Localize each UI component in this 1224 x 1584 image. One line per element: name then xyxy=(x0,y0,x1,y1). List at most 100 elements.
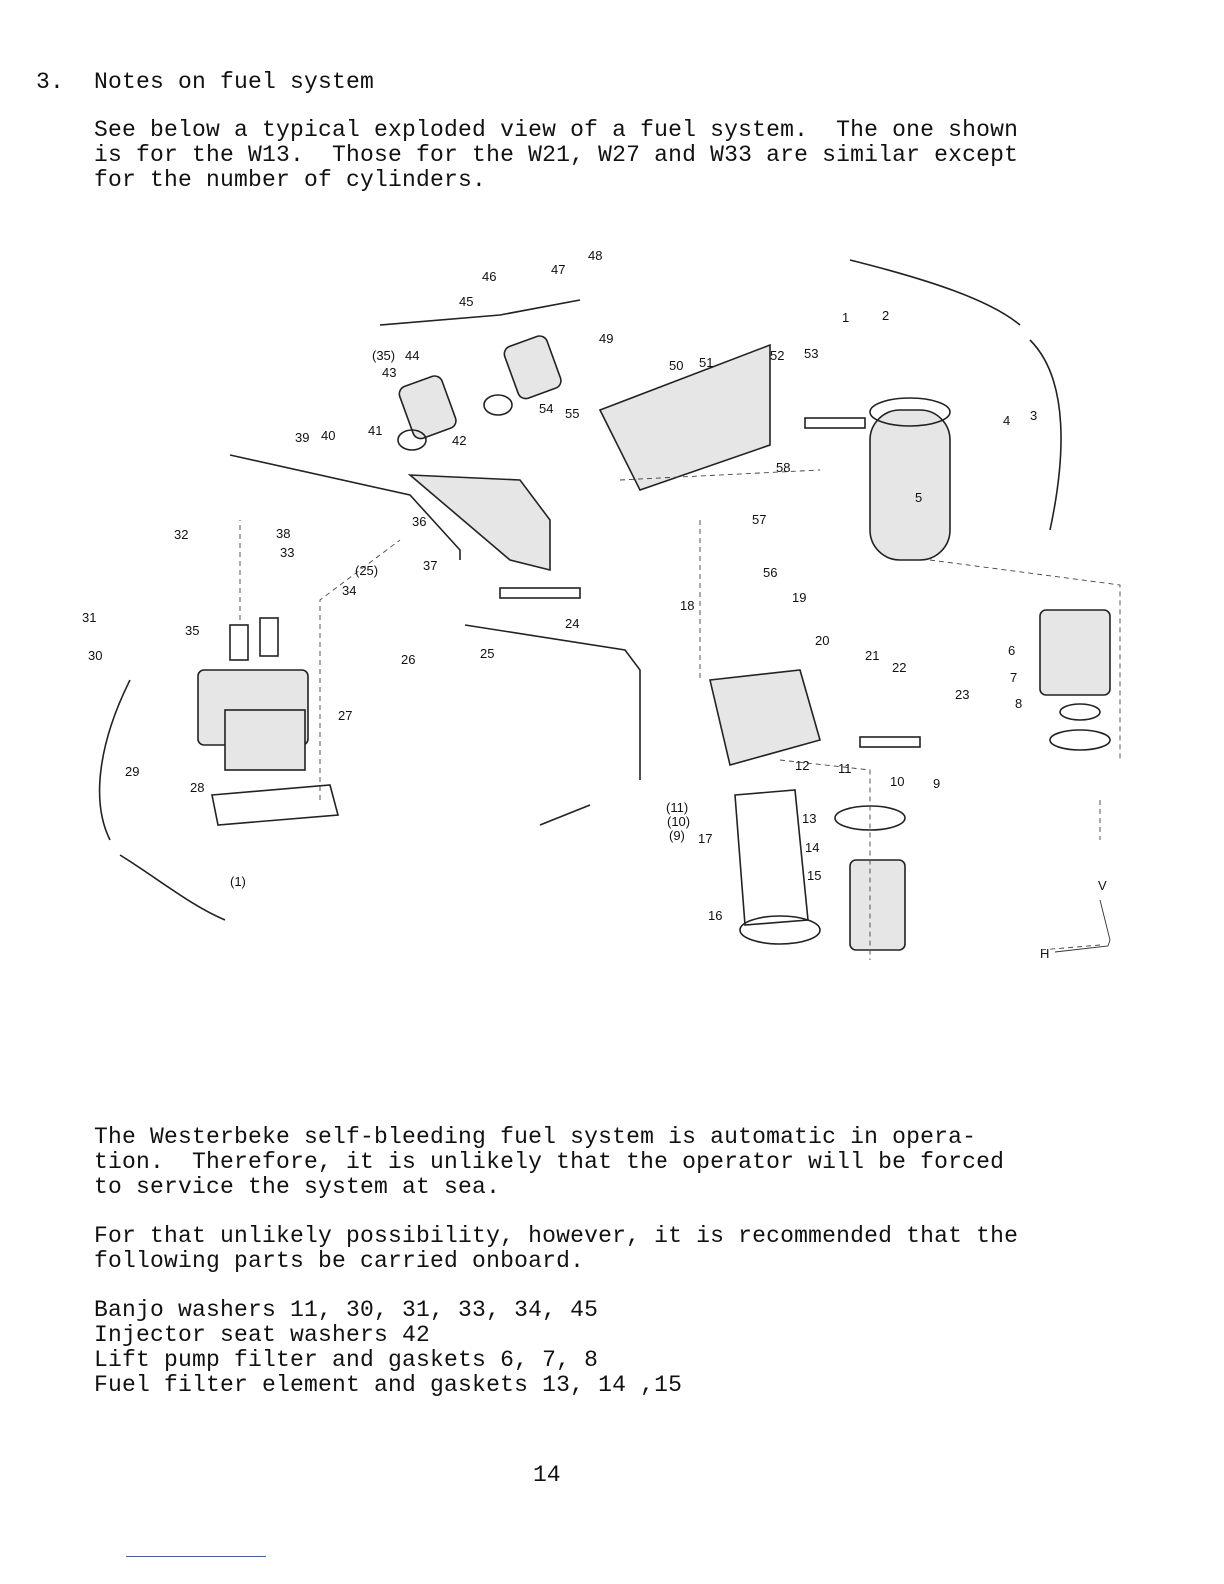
part-label: 41 xyxy=(368,423,382,438)
part-label: (1) xyxy=(230,874,246,889)
bolt-53 xyxy=(804,417,866,429)
fuel-hose-left xyxy=(98,679,131,841)
lift-pump-gasket-1 xyxy=(1059,703,1101,721)
filter-element xyxy=(849,859,906,951)
part-label: 36 xyxy=(412,514,426,529)
part-label: 30 xyxy=(88,648,102,663)
part-label: 58 xyxy=(776,460,790,475)
part-label: 14 xyxy=(805,840,819,855)
return-pipe xyxy=(379,299,581,326)
lift-pump-filter xyxy=(1039,609,1111,696)
part-label: 52 xyxy=(770,348,784,363)
part-label: (25) xyxy=(355,563,378,578)
part-label: 23 xyxy=(955,687,969,702)
pump-outlet-1 xyxy=(229,624,249,661)
part-label: 17 xyxy=(698,831,712,846)
body-line-3: to service the system at sea. xyxy=(94,1174,501,1200)
axis-h-label: H xyxy=(1040,946,1049,961)
part-label: 16 xyxy=(708,908,722,923)
part-label: 19 xyxy=(792,590,806,605)
injector-pipes xyxy=(229,454,461,560)
section-title: Notes on fuel system xyxy=(94,69,375,95)
part-label: 28 xyxy=(190,780,204,795)
injector-1 xyxy=(398,375,457,440)
filter-bowl xyxy=(734,789,809,926)
lift-pump-body xyxy=(869,409,951,561)
parts-list-item: Banjo washers 11, 30, 31, 33, 34, 45 xyxy=(94,1297,599,1323)
part-label: 31 xyxy=(82,610,96,625)
part-label: 47 xyxy=(551,262,565,277)
mounting-bracket xyxy=(598,343,771,491)
part-label: 44 xyxy=(405,348,419,363)
part-label: 18 xyxy=(680,598,694,613)
part-label: 40 xyxy=(321,428,335,443)
part-label: 42 xyxy=(452,433,466,448)
part-label: 1 xyxy=(842,310,849,325)
part-label: 57 xyxy=(752,512,766,527)
part-label: 46 xyxy=(482,269,496,284)
injector-2 xyxy=(503,335,562,400)
intro-line-2: is for the W13. Those for the W21, W27 a… xyxy=(94,142,1019,168)
bolt-24 xyxy=(499,587,581,599)
part-label: 5 xyxy=(915,490,922,505)
part-label: 11 xyxy=(838,761,852,776)
part-label: 21 xyxy=(865,648,879,663)
part-label: 54 xyxy=(539,401,553,416)
body-line-1: The Westerbeke self-bleeding fuel system… xyxy=(94,1124,977,1150)
part-label: 37 xyxy=(423,558,437,573)
part-label: 3 xyxy=(1030,408,1037,423)
part-label: 10 xyxy=(890,774,904,789)
part-label: 32 xyxy=(174,527,188,542)
part-label: 20 xyxy=(815,633,829,648)
part-label: 55 xyxy=(565,406,579,421)
part-label: 39 xyxy=(295,430,309,445)
part-label: 8 xyxy=(1015,696,1022,711)
part-label: 24 xyxy=(565,616,579,631)
page-number: 14 xyxy=(533,1462,561,1488)
part-label: 48 xyxy=(588,248,602,263)
injector-seat-washer-2 xyxy=(483,394,513,416)
banjo-bolt xyxy=(539,804,591,826)
body2-line-2: following parts be carried onboard. xyxy=(94,1248,585,1274)
part-label: 34 xyxy=(342,583,356,598)
section-number: 3. xyxy=(36,69,65,95)
part-label: 35 xyxy=(185,623,199,638)
part-label: 49 xyxy=(599,331,613,346)
injection-pump-body xyxy=(224,709,306,771)
parts-list-item: Fuel filter element and gaskets 13, 14 ,… xyxy=(94,1372,683,1398)
part-label: (35) xyxy=(372,348,395,363)
intro-line-1: See below a typical exploded view of a f… xyxy=(94,117,1019,143)
pump-gasket xyxy=(211,784,340,826)
part-label: 43 xyxy=(382,365,396,380)
fuel-hose-bottom xyxy=(119,854,226,921)
part-label: 27 xyxy=(338,708,352,723)
part-label: 12 xyxy=(795,758,809,773)
lift-pump-gasket-2 xyxy=(1049,729,1111,751)
part-label: 2 xyxy=(882,308,889,323)
part-label: 50 xyxy=(669,358,683,373)
lift-pump-top xyxy=(869,397,951,427)
parts-list-item: Lift pump filter and gaskets 6, 7, 8 xyxy=(94,1347,599,1373)
part-label: (9) xyxy=(669,828,685,843)
fuel-hose-right xyxy=(1029,339,1062,531)
injector-seat-washer-1 xyxy=(397,429,427,451)
part-label: (11) xyxy=(666,800,688,815)
part-label: 15 xyxy=(807,868,821,883)
part-label: 13 xyxy=(802,811,816,826)
bolt-9 xyxy=(859,736,921,748)
part-label: 38 xyxy=(276,526,290,541)
part-label: 25 xyxy=(480,646,494,661)
parts-list-item: Injector seat washers 42 xyxy=(94,1322,431,1348)
part-label: 7 xyxy=(1010,670,1017,685)
footer-rule xyxy=(126,1556,266,1557)
part-label: 53 xyxy=(804,346,818,361)
body-line-2: tion. Therefore, it is unlikely that the… xyxy=(94,1149,1005,1175)
filter-ring xyxy=(739,915,821,945)
part-label: 33 xyxy=(280,545,294,560)
intro-line-3: for the number of cylinders. xyxy=(94,167,487,193)
part-label: 4 xyxy=(1003,413,1010,428)
lower-bracket xyxy=(407,474,551,572)
axis-v-label: V xyxy=(1098,878,1107,893)
part-label: 56 xyxy=(763,565,777,580)
